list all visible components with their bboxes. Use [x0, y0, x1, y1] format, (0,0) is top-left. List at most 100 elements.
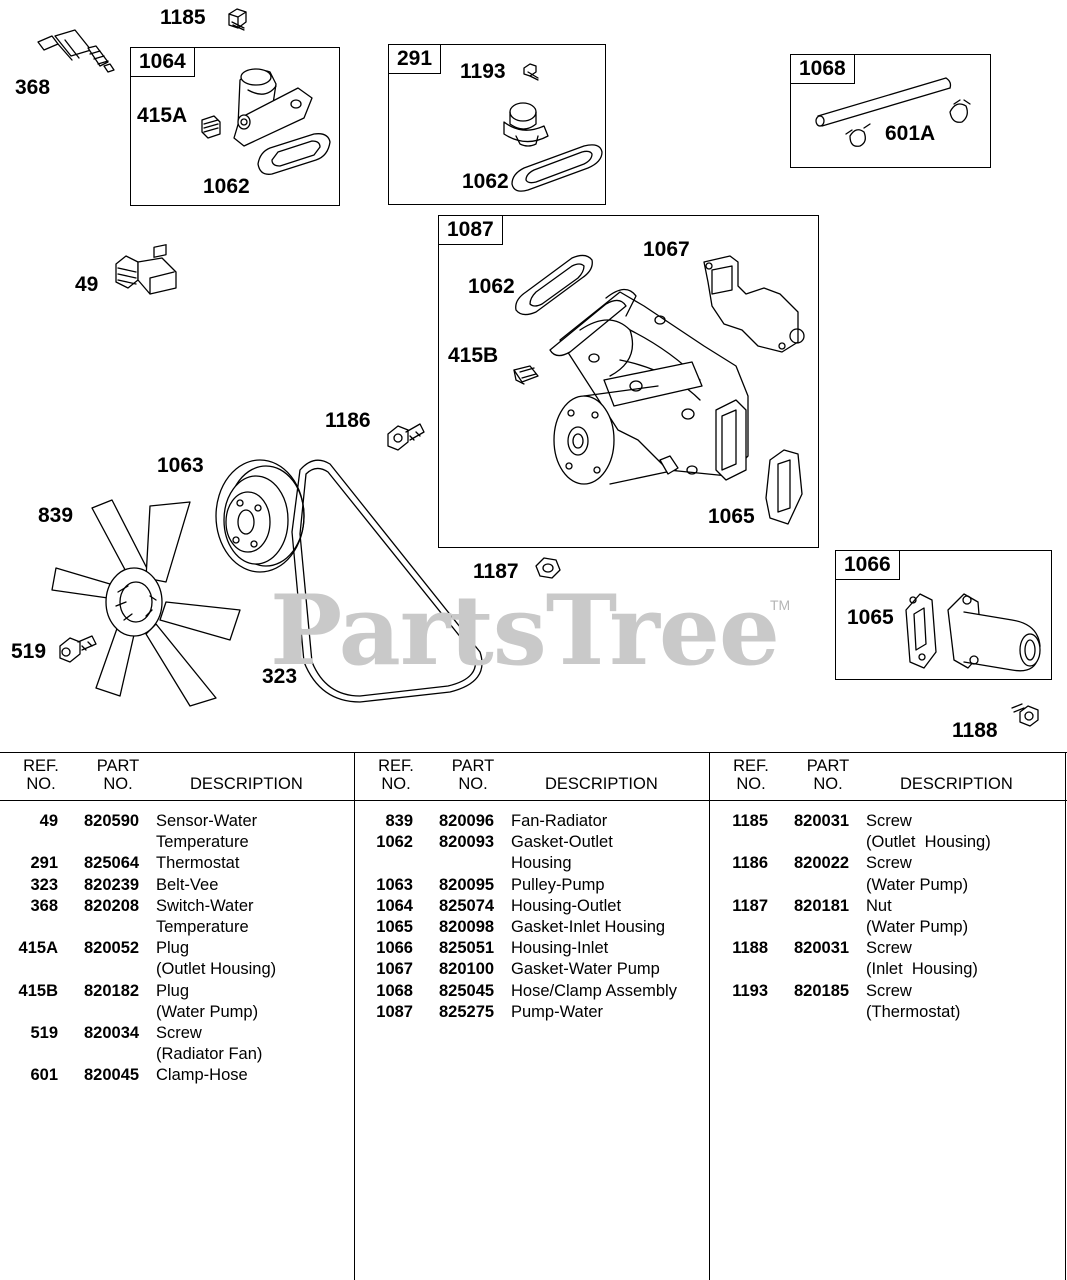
part-no: 820239 — [84, 875, 140, 894]
screw-1188-drawing[interactable] — [1011, 703, 1039, 727]
pulley-1063-drawing[interactable] — [215, 459, 305, 573]
part-no: 820185 — [794, 981, 850, 1000]
ref-no: 601 — [30, 1066, 58, 1085]
plug-415a-drawing[interactable] — [201, 115, 221, 139]
ref-no: 1087 — [376, 1002, 413, 1021]
part-description: Fan-Radiator — [511, 812, 608, 830]
sensor-49-drawing[interactable] — [115, 244, 177, 295]
screw-1186-drawing[interactable] — [387, 423, 425, 451]
part-no: 820100 — [439, 960, 495, 979]
group-tag-1066: 1066 — [836, 551, 900, 580]
callout-1062-pump: 1062 — [468, 275, 515, 298]
part-description: Plug — [156, 981, 190, 1000]
hose-1068-drawing[interactable] — [815, 77, 971, 147]
callout-1187: 1187 — [473, 560, 519, 583]
column-divider — [709, 752, 710, 1280]
part-description: (Water Pump) — [156, 1002, 259, 1021]
callout-1185: 1185 — [160, 6, 206, 29]
header-ref-line2: NO. — [26, 775, 56, 793]
table-row[interactable]: 1065 820098 Gasket-Inlet Housing — [355, 917, 710, 938]
screw-1185-drawing[interactable] — [228, 8, 247, 31]
ref-no: 1186 — [732, 854, 768, 873]
part-no: 820182 — [84, 981, 140, 1000]
outlet-housing-1064-drawing[interactable] — [233, 68, 331, 175]
part-description: Screw — [156, 1024, 202, 1042]
watermark-logo: PartsTree — [270, 574, 780, 687]
callout-839: 839 — [38, 504, 74, 527]
group-tag-291: 291 — [389, 45, 442, 74]
belt-323-drawing[interactable] — [291, 459, 483, 703]
group-box-1087: 1087 — [438, 215, 819, 548]
ref-no: 839 — [385, 812, 413, 830]
callout-1067: 1067 — [643, 238, 690, 261]
part-no: 820034 — [84, 1024, 140, 1042]
part-description: Clamp-Hose — [156, 1066, 248, 1085]
part-description: (Radiator Fan) — [156, 1045, 263, 1064]
header-ref-line2: NO. — [736, 775, 766, 793]
part-no: 820031 — [794, 939, 850, 958]
inlet-housing-1066-drawing[interactable] — [905, 593, 1041, 672]
callout-49: 49 — [75, 273, 99, 296]
ref-no: 49 — [39, 812, 58, 830]
callout-1065-pump: 1065 — [708, 505, 755, 528]
screw-1193-drawing[interactable] — [523, 63, 539, 81]
part-description: (Outlet Housing) — [156, 960, 277, 979]
group-box-1068: 1068 — [790, 54, 991, 168]
ref-no: 1193 — [732, 981, 768, 1000]
switch-368-drawing[interactable] — [37, 29, 115, 73]
part-description: Switch-Water — [156, 896, 254, 915]
group-box-1064: 1064 — [130, 47, 340, 206]
part-description: (Outlet Housing) — [866, 833, 991, 852]
callout-368: 368 — [15, 76, 51, 99]
callout-1065-inlet: 1065 — [847, 606, 894, 629]
thermostat-291-drawing[interactable] — [503, 102, 549, 147]
screw-519-drawing[interactable] — [59, 635, 97, 663]
callout-1186: 1186 — [325, 409, 371, 432]
group-box-291: 291 — [388, 44, 606, 205]
header-ref-line1: REF. — [733, 757, 769, 775]
part-no: 820098 — [439, 918, 495, 936]
ref-no: 291 — [30, 854, 58, 873]
column-divider — [1065, 752, 1066, 1280]
part-description: Gasket-Inlet Housing — [511, 918, 666, 936]
ref-no: 1065 — [376, 918, 413, 936]
part-no: 825074 — [439, 896, 495, 915]
part-no: 820031 — [794, 812, 850, 830]
fan-839-drawing[interactable] — [51, 499, 241, 707]
water-pump-1087-drawing[interactable] — [513, 254, 805, 525]
gasket-1062-thermostat-drawing[interactable] — [511, 144, 603, 192]
group-tag-1064: 1064 — [131, 48, 195, 77]
nut-1187-drawing[interactable] — [535, 557, 561, 579]
header-ref-no: REF.NO. — [732, 757, 770, 793]
part-description: Pump-Water — [511, 1002, 603, 1021]
part-description: Screw — [866, 812, 912, 830]
header-part-line2: NO. — [458, 775, 488, 793]
header-description: DESCRIPTION — [900, 775, 1013, 793]
parts-diagram — [37, 8, 1041, 727]
part-description: Thermostat — [156, 854, 240, 873]
